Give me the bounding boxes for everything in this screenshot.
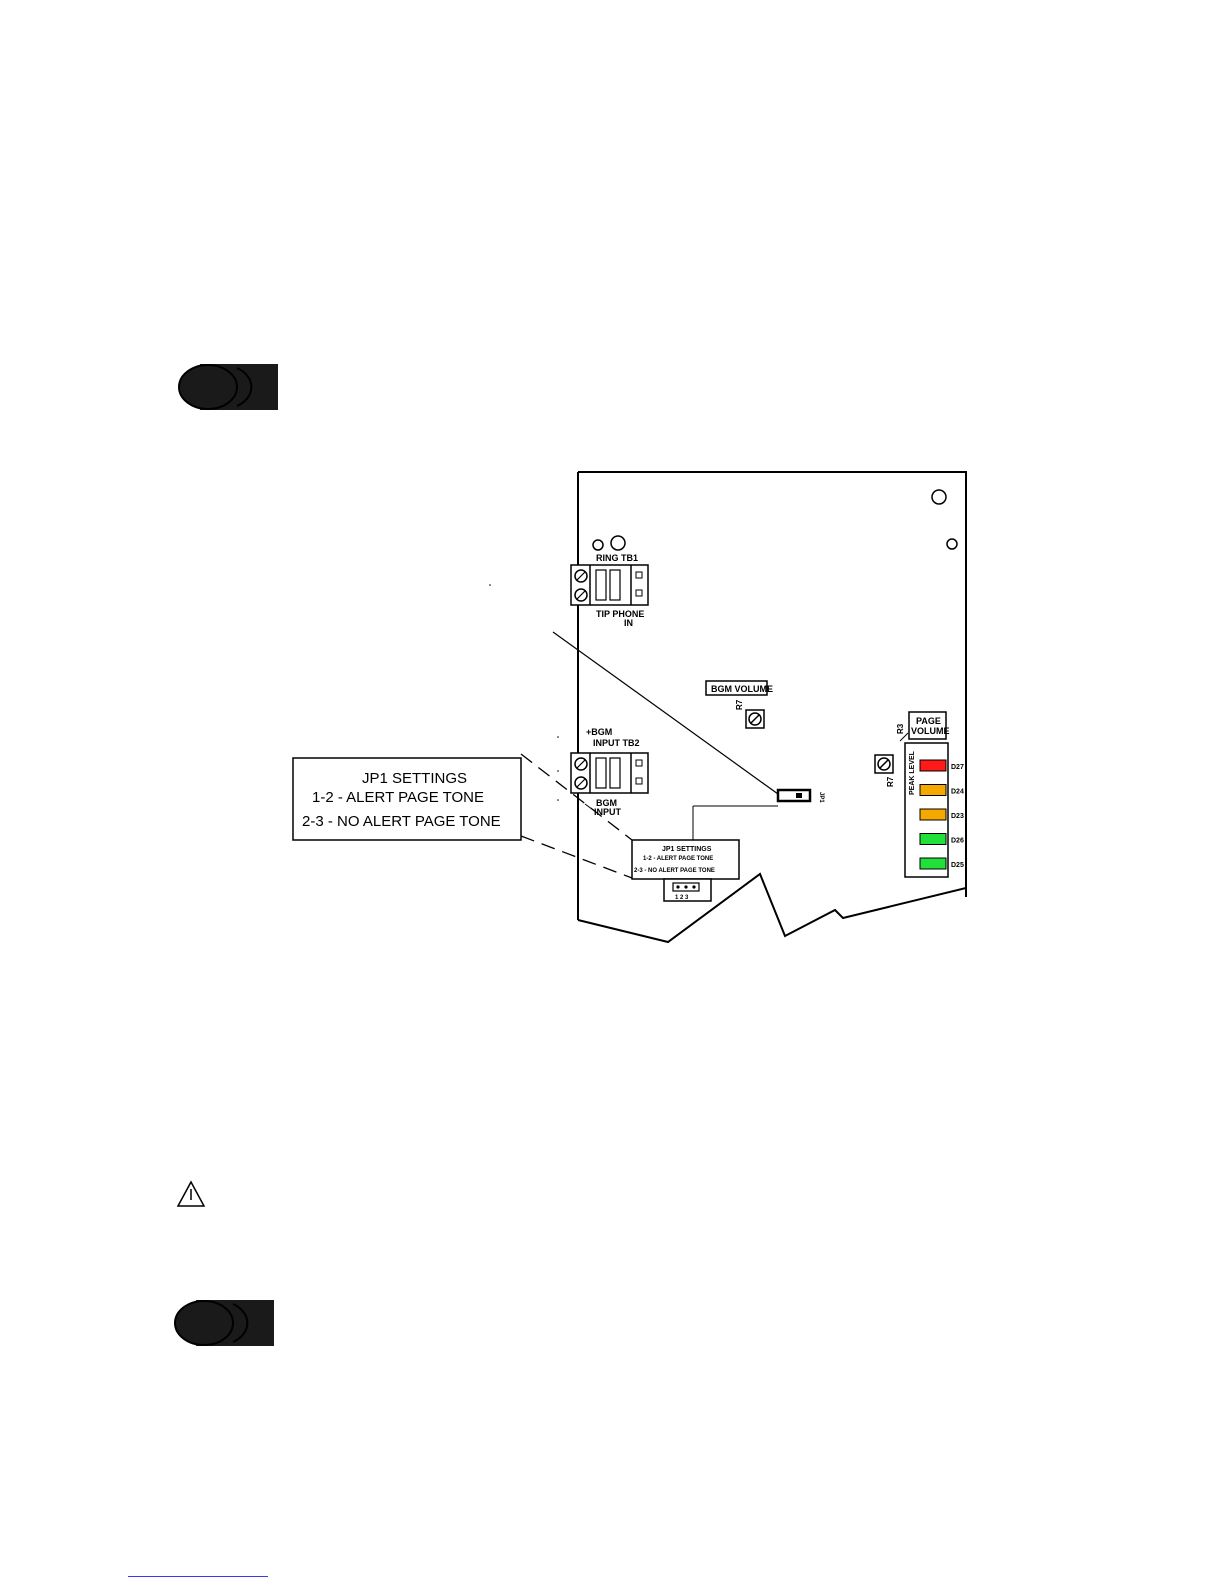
page-pot-ref: R7 bbox=[886, 776, 895, 787]
small-box-line2: 2-3 - NO ALERT PAGE TONE bbox=[634, 868, 715, 874]
led-d23 bbox=[920, 809, 946, 820]
page-pot-ref-top: R3 bbox=[896, 723, 905, 734]
led-ref-label: D26 bbox=[951, 838, 964, 845]
callout-line2: 2-3 - NO ALERT PAGE TONE bbox=[302, 813, 501, 830]
footer-rule bbox=[128, 1576, 268, 1577]
potentiometer-icon bbox=[875, 755, 893, 773]
page-volume-label: PAGE bbox=[916, 716, 941, 726]
small-box-title: JP1 SETTINGS bbox=[662, 846, 712, 853]
tb1-sub-label: TIP PHONE bbox=[596, 609, 644, 619]
potentiometer-icon bbox=[746, 710, 764, 728]
led-d25 bbox=[920, 858, 946, 869]
led-d27 bbox=[920, 760, 946, 771]
board-broken-edge bbox=[578, 874, 966, 942]
led-ref-label: D23 bbox=[951, 813, 964, 820]
dashed-leader bbox=[521, 836, 632, 878]
tb1-sub-label-2: IN bbox=[624, 618, 633, 628]
tb2-top-label: +BGM bbox=[586, 727, 612, 737]
jumper-ref: JP1 bbox=[818, 792, 824, 803]
callout-line1: 1-2 - ALERT PAGE TONE bbox=[312, 789, 484, 806]
callout-title: JP1 SETTINGS bbox=[362, 770, 467, 787]
bgm-volume-label: BGM VOLUME bbox=[711, 684, 773, 694]
tb1-label: RING TB1 bbox=[596, 553, 638, 563]
led-d24 bbox=[920, 785, 946, 796]
meter-caption: PEAK LEVEL bbox=[909, 750, 916, 795]
led-ref-label: D24 bbox=[951, 789, 964, 796]
mounting-hole bbox=[947, 539, 957, 549]
warning-triangle-icon bbox=[176, 1180, 206, 1208]
small-box-pins: 1 2 3 bbox=[675, 895, 689, 901]
page-volume-label-2: VOLUME bbox=[911, 726, 950, 736]
terminal-block-tb1 bbox=[571, 565, 648, 605]
led-ref-label: D25 bbox=[951, 862, 964, 869]
bgm-pot-ref: R7 bbox=[735, 699, 744, 710]
terminal-block-tb2 bbox=[571, 753, 648, 793]
mounting-hole bbox=[611, 536, 625, 550]
tb2-label: INPUT TB2 bbox=[593, 738, 640, 748]
jumper-jp1 bbox=[778, 790, 810, 801]
led-d26 bbox=[920, 834, 946, 845]
led-ref-label: D27 bbox=[951, 764, 964, 771]
small-box-line1: 1-2 - ALERT PAGE TONE bbox=[643, 856, 713, 862]
tb2-sub-label-2: INPUT bbox=[594, 807, 622, 817]
mounting-hole bbox=[932, 490, 946, 504]
mounting-hole bbox=[593, 540, 603, 550]
